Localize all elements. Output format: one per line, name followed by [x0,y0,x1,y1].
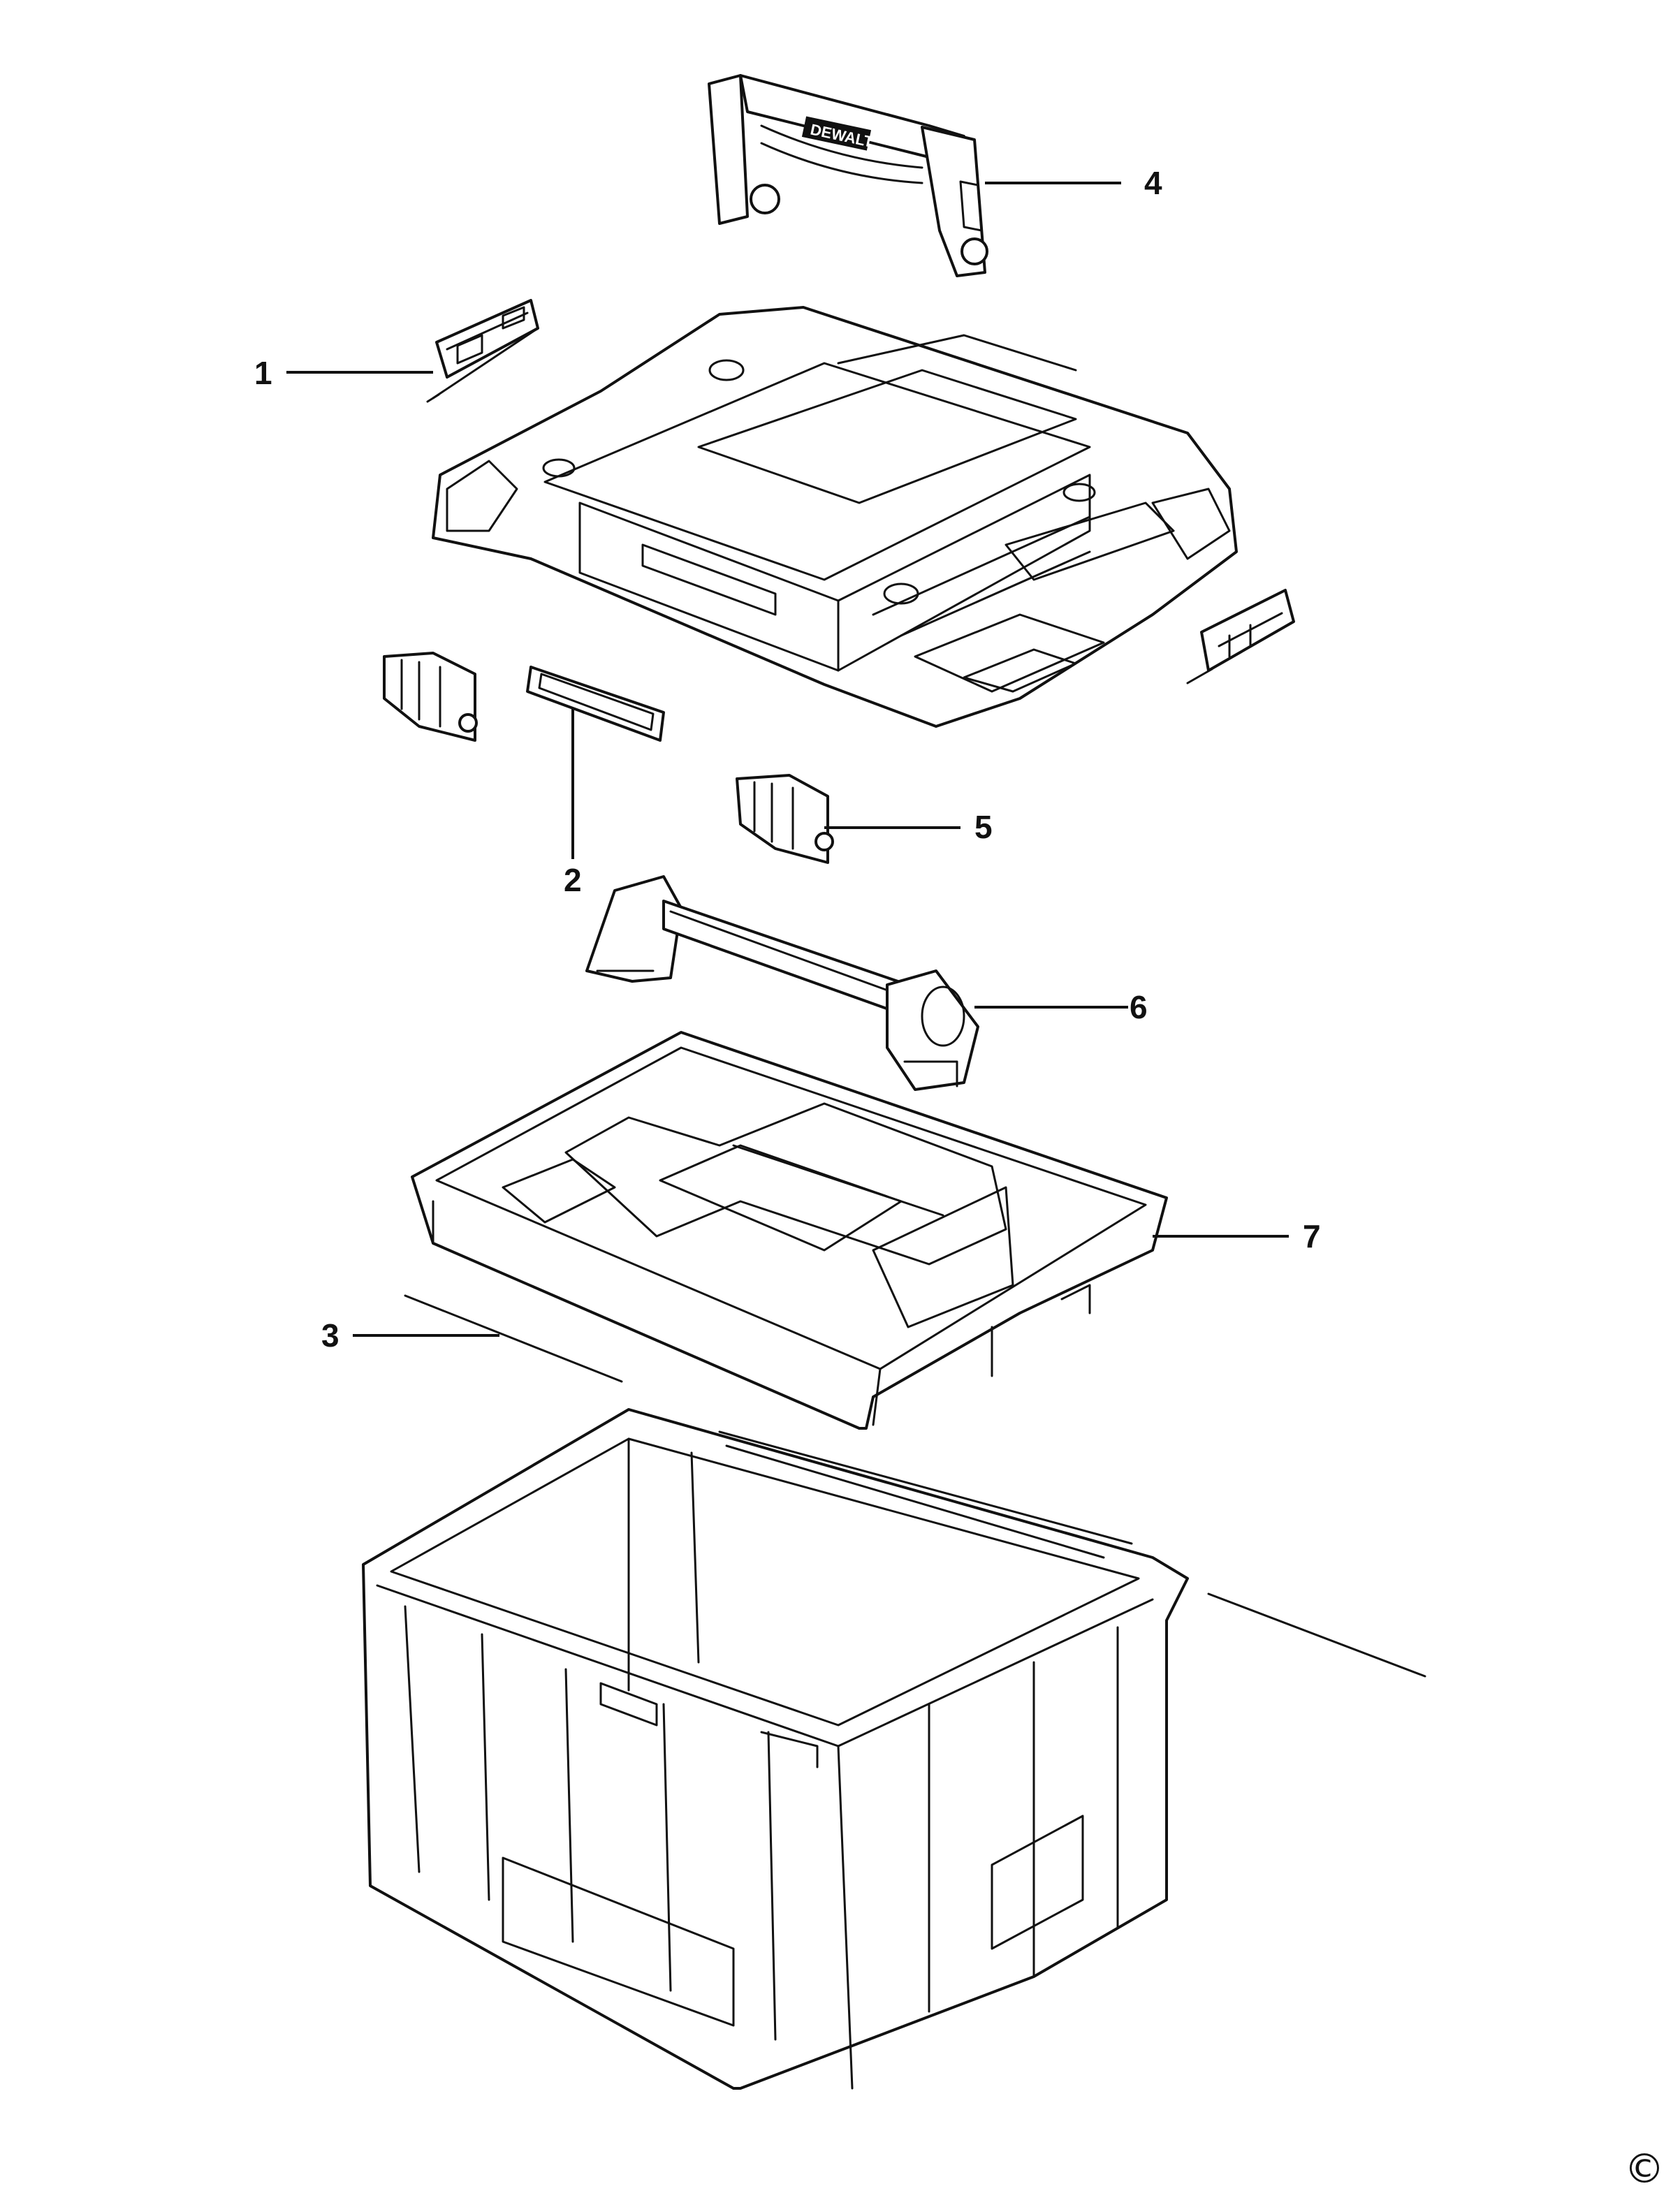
copyright-mark: © [1624,2145,1665,2192]
hinge-pin [404,1294,623,1383]
callout-1: 1 [254,355,272,391]
callout-7: 7 [1303,1218,1321,1254]
inner-tray [411,1031,1168,1430]
callout-3: 3 [321,1317,339,1354]
callout-2: 2 [564,862,582,898]
toolbox-base [362,1408,1189,2090]
callout-5: 5 [974,809,993,845]
leader-lines [286,182,1289,1337]
lid-latch-right [1186,589,1295,684]
callout-6: 6 [1130,989,1148,1025]
hinge-pin-right [1207,1592,1426,1678]
lid-latch-left [426,299,539,403]
tray-handle [585,875,979,1091]
side-clip [736,774,834,864]
callout-4: 4 [1144,165,1162,201]
toolbox-lid [432,306,1238,728]
label-plate [526,666,665,742]
side-clip-left [383,652,478,742]
top-carry-handle: DEWALT [708,74,988,277]
